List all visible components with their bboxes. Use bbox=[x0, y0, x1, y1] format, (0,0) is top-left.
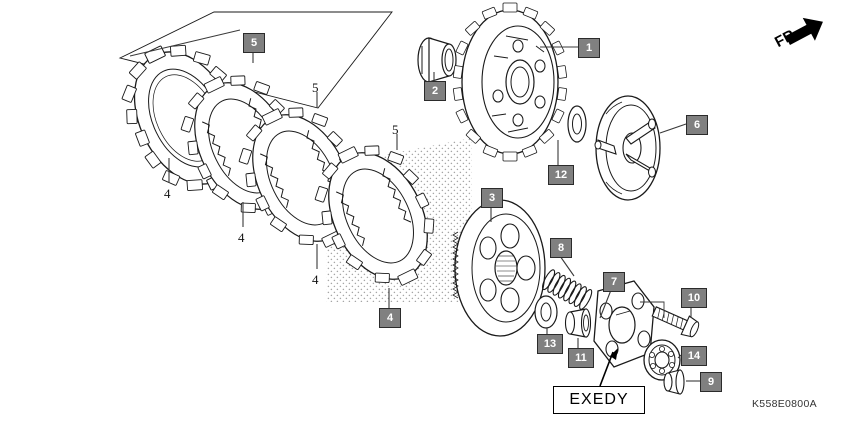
plain-number-4: 4 bbox=[164, 186, 171, 201]
plain-number-4: 4 bbox=[312, 272, 319, 287]
callout-3[interactable]: 3 bbox=[481, 188, 503, 208]
callout-9[interactable]: 9 bbox=[700, 372, 722, 392]
plain-number-5: 5 bbox=[392, 122, 399, 137]
fr-arrow-icon bbox=[785, 17, 823, 45]
clutch-outer-basket bbox=[452, 2, 568, 162]
clutch-center-pressure-plate bbox=[594, 95, 661, 201]
callout-7[interactable]: 7 bbox=[603, 272, 625, 292]
clutch-outer-guide-collar bbox=[417, 37, 457, 83]
clutch-center-plate bbox=[452, 199, 546, 337]
lifter-washer bbox=[534, 295, 558, 329]
drawing-code: K558E0800A bbox=[752, 398, 817, 410]
clutch-disc-stack bbox=[121, 44, 435, 286]
callout-2[interactable]: 2 bbox=[424, 81, 446, 101]
fr-label: FR. bbox=[772, 24, 802, 52]
callout-12[interactable]: 12 bbox=[548, 165, 574, 185]
clutch-disc bbox=[314, 145, 435, 286]
disc-group-outline bbox=[118, 11, 393, 109]
callout-13[interactable]: 13 bbox=[537, 334, 563, 354]
lifter-bushing bbox=[564, 308, 592, 338]
clutch-lifter-pin bbox=[663, 369, 685, 395]
plain-number-5: 5 bbox=[312, 80, 319, 95]
callout-5[interactable]: 5 bbox=[243, 33, 265, 53]
callout-10[interactable]: 10 bbox=[681, 288, 707, 308]
callout-4[interactable]: 4 bbox=[379, 308, 401, 328]
callout-1[interactable]: 1 bbox=[578, 38, 600, 58]
exedy-brand-tag: EXEDY bbox=[553, 386, 645, 414]
exedy-label: EXEDY bbox=[569, 391, 629, 408]
plain-number-4: 4 bbox=[238, 230, 245, 245]
thrust-washer bbox=[567, 105, 587, 143]
orientation-marker: FR. bbox=[772, 12, 838, 58]
clutch-lifter-plate bbox=[593, 280, 655, 368]
leader-lines bbox=[129, 29, 700, 387]
clutch-lifter-bearing bbox=[643, 339, 681, 381]
exedy-pointer-arrow bbox=[610, 348, 618, 360]
callout-6[interactable]: 6 bbox=[686, 115, 708, 135]
callout-8[interactable]: 8 bbox=[550, 238, 572, 258]
callout-14[interactable]: 14 bbox=[681, 346, 707, 366]
clutch-lifter-spring bbox=[542, 269, 593, 310]
callout-11[interactable]: 11 bbox=[568, 348, 594, 368]
